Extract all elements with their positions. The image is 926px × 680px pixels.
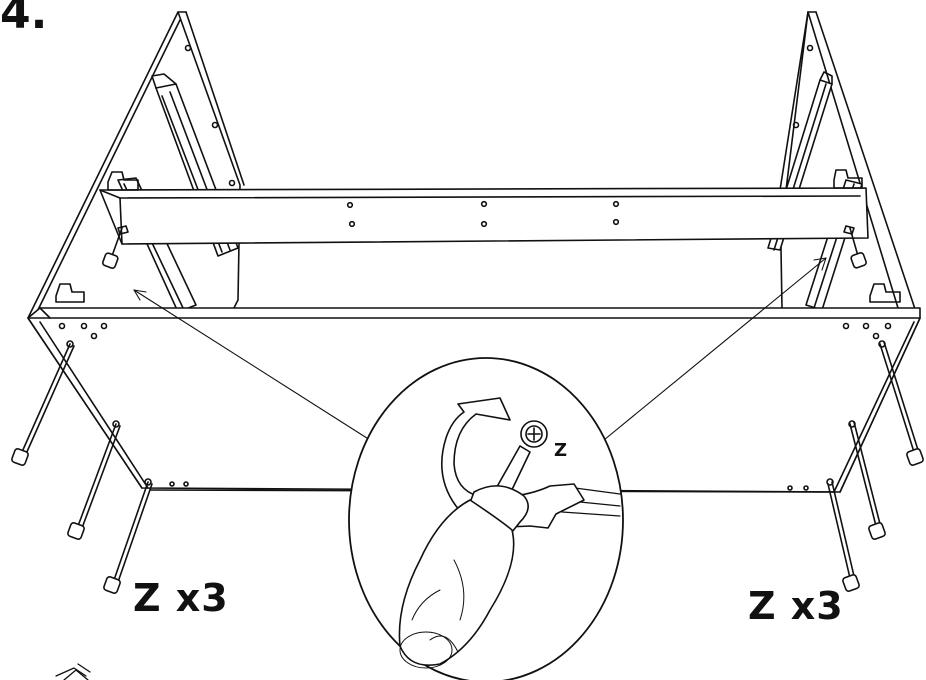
detail-part-label: Z bbox=[554, 440, 568, 461]
screw-icon bbox=[849, 227, 867, 269]
screw-icon bbox=[879, 341, 924, 466]
pointer-arrows bbox=[133, 257, 827, 441]
warning-triangle-icon bbox=[55, 663, 91, 680]
screw-z-left-group bbox=[11, 227, 153, 594]
rear-stretcher-rail bbox=[99, 187, 869, 245]
mounting-brackets bbox=[55, 169, 901, 303]
cross-head-screw-icon bbox=[520, 420, 548, 448]
screw-icon bbox=[102, 227, 123, 269]
screwdriver-icon bbox=[398, 445, 531, 669]
screw-quantity-left: Z x3 bbox=[133, 576, 229, 620]
screw-icon bbox=[827, 481, 860, 592]
screw-icon bbox=[103, 481, 153, 594]
screw-z-right-group bbox=[827, 227, 924, 592]
screw-icon bbox=[67, 423, 121, 540]
step-number: 4. bbox=[0, 0, 48, 39]
detail-magnifier bbox=[348, 357, 624, 680]
screw-icon bbox=[849, 421, 886, 540]
clockwise-arrow-icon bbox=[440, 397, 585, 529]
screw-icon bbox=[11, 343, 75, 466]
screw-quantity-right: Z x3 bbox=[748, 584, 844, 628]
